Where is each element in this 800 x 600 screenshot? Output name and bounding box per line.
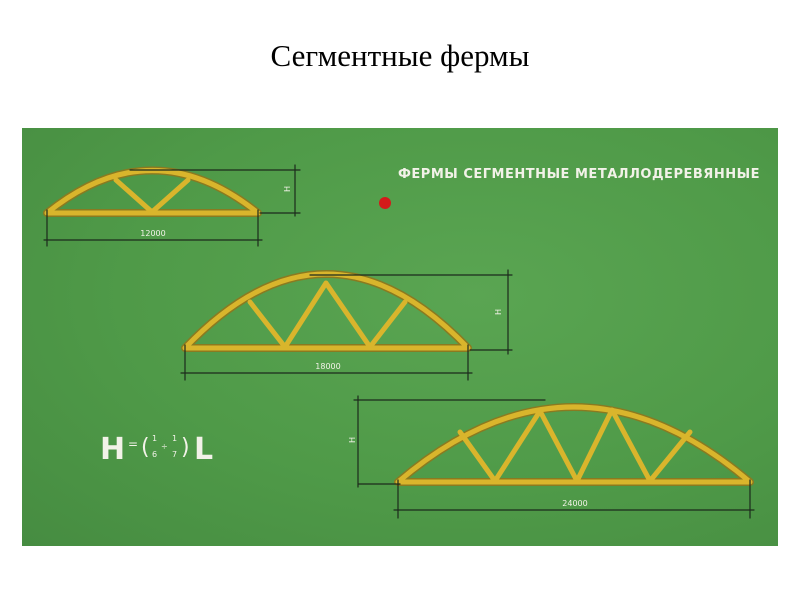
dimension-lines <box>43 164 755 519</box>
push-pin-icon <box>379 197 391 209</box>
height-label-2: H <box>494 309 503 315</box>
height-formula: H = ( 1 6 ÷ 1 7 ) L <box>100 432 213 467</box>
formula-paren-close: ) <box>181 435 190 460</box>
formula-eq: = <box>128 437 138 451</box>
formula-f2-den: 7 <box>172 450 177 459</box>
truss-12000 <box>43 166 262 217</box>
poster-heading: ФЕРМЫ СЕГМЕНТНЫЕ МЕТАЛЛОДЕРЕВЯННЫЕ <box>398 167 760 182</box>
truss-24000 <box>394 403 754 486</box>
formula-f2-num: 1 <box>172 434 177 443</box>
span-label-18000: 18000 <box>315 362 340 371</box>
formula-sep: ÷ <box>161 442 168 451</box>
slide-title: Сегментные фермы <box>270 38 530 73</box>
formula-f1-den: 6 <box>152 450 157 459</box>
formula-h: H <box>100 432 125 467</box>
formula-f1-num: 1 <box>152 434 157 443</box>
span-label-24000: 24000 <box>562 499 587 508</box>
span-label-12000: 12000 <box>140 229 165 238</box>
truss-18000 <box>181 270 472 352</box>
height-label-3: H <box>348 437 357 443</box>
formula-l: L <box>194 432 213 467</box>
height-label-1: H <box>283 186 292 192</box>
formula-paren: ( <box>141 435 150 460</box>
